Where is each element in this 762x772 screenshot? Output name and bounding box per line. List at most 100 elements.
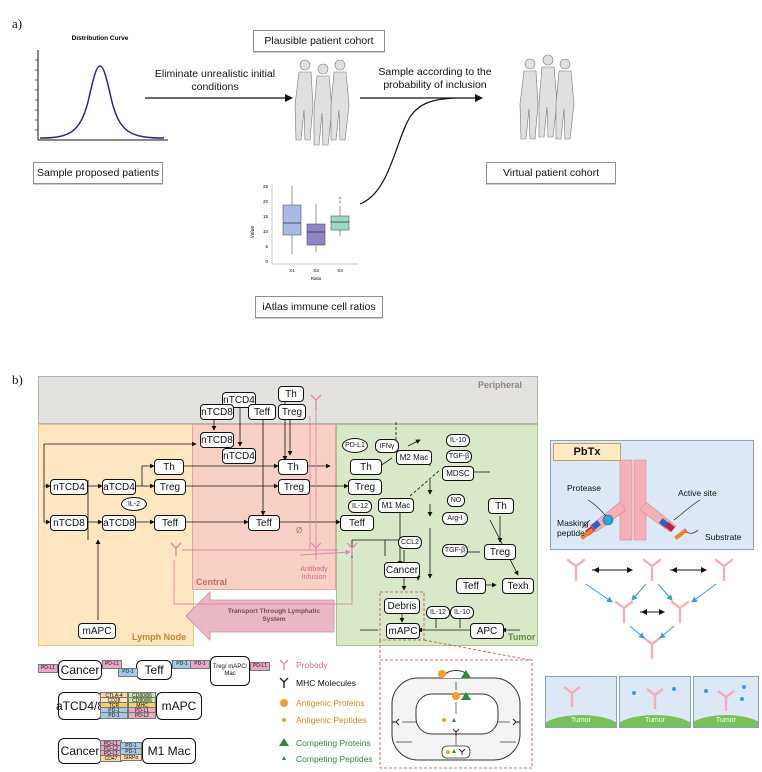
row3-cancer: Cancer — [58, 738, 102, 764]
node-texh: Texh — [502, 578, 534, 594]
node-th-top: Th — [278, 386, 304, 402]
antibody-infusion-label: Antibody Infusion — [300, 566, 328, 581]
tag: PD-L2 — [128, 712, 156, 719]
tag: PD-L1 — [38, 664, 58, 673]
boxplot-xlabel: Ratio — [311, 276, 322, 281]
xtick: X1 — [289, 268, 295, 273]
arrow2 — [360, 94, 483, 205]
node-treg-central: Treg — [278, 479, 310, 495]
row2-mapc: mAPC — [156, 692, 202, 720]
boxplot-ylabel: Value — [250, 226, 256, 239]
pbtx-antibody-diagram — [580, 459, 701, 541]
legend-probody: Probody — [296, 660, 328, 670]
legend-antigenic-peptides: Antigenic Peptides — [296, 715, 367, 725]
arrow2-text: Sample according to the probability of i… — [378, 66, 492, 91]
legend-competing-peptides: Competing Peptides — [296, 754, 373, 764]
tag: PD-1 — [118, 668, 138, 677]
node-ccl2: CCL2 — [398, 536, 422, 549]
panel-b-label: b) — [12, 372, 23, 387]
pbtx-substrate: Substrate — [705, 532, 742, 542]
ytick: 20 — [263, 199, 269, 204]
patient-cohort-icon — [294, 59, 350, 146]
sample-proposed-box: Sample proposed patients — [33, 162, 163, 184]
virtual-cohort-box: Virtual patient cohort — [486, 162, 616, 184]
xtick: X2 — [313, 268, 319, 273]
legend-mhc: MHC Molecules — [296, 678, 356, 688]
node-treg-tumor: Treg — [348, 479, 382, 495]
competing-protein-icon — [279, 738, 289, 746]
node-th-ln: Th — [154, 459, 184, 475]
node-teff-central: Teff — [248, 515, 280, 531]
xtick: X3 — [337, 268, 343, 273]
node-il10-b: IL-10 — [450, 606, 474, 619]
node-il2: IL-2 — [121, 497, 147, 511]
node-il10-a: IL-10 — [446, 434, 470, 447]
row3-m1mac: M1 Mac — [142, 738, 196, 764]
pbtx-title: PbTx — [553, 443, 621, 461]
tag: PD-1 — [172, 660, 192, 669]
empty-set: Ø — [296, 526, 303, 535]
box-x1 — [282, 204, 302, 236]
tumor-tile-2: Tumor — [619, 676, 691, 728]
tumor-label-3: Tumor — [716, 717, 736, 724]
distribution-title: Distribution Curve — [72, 35, 129, 42]
node-ntcd4-mid: nTCD4 — [222, 448, 256, 464]
node-teff-top: Teff — [248, 404, 276, 420]
node-tgfb-b: TGF-β — [442, 544, 468, 557]
legend-competing-proteins: Competing Proteins — [296, 738, 371, 748]
box-x3 — [330, 215, 350, 231]
node-ifng: IFNγ — [375, 439, 399, 453]
node-teff-tumor: Teff — [340, 515, 374, 531]
row2-atcd: aTCD4/8 — [56, 692, 104, 720]
tag: SIRPα — [120, 754, 142, 761]
legend-antigenic-proteins: Antigenic Proteins — [296, 698, 365, 708]
node-ntcd4-ln: nTCD4 — [50, 479, 88, 495]
row1-teff: Teff — [136, 660, 172, 680]
iatlas-boxplot: Value 25 20 15 10 5 0 X1 X2 X3 Ratio — [250, 184, 358, 281]
tag: PD-1 — [190, 660, 210, 669]
ytick: 25 — [263, 184, 269, 189]
lymph-node-label: Lymph Node — [132, 632, 187, 642]
probody-icon — [279, 659, 289, 670]
tumor-label-2: Tumor — [645, 717, 665, 724]
tag: CD47 — [100, 755, 122, 762]
tumor-tile-1: Tumor — [545, 676, 617, 728]
tumor-label-1: Tumor — [571, 717, 591, 724]
node-th-tumor: Th — [350, 459, 382, 475]
tag: PD-1 — [100, 712, 128, 719]
central-label: Central — [196, 577, 228, 587]
node-cancer: Cancer — [384, 562, 420, 578]
central-region — [192, 424, 336, 590]
antigen-presentation-inset — [391, 670, 521, 761]
ytick: 0 — [265, 259, 268, 264]
node-treg-tumor2: Treg — [484, 544, 516, 560]
node-mapc-tumor: mAPC — [386, 623, 420, 639]
node-atcd4-ln: aTCD4 — [102, 479, 136, 495]
tag: PD-L1 — [250, 662, 270, 671]
ytick: 10 — [263, 229, 269, 234]
probody-icons — [170, 394, 358, 556]
node-atcd8-ln: aTCD8 — [102, 515, 136, 531]
ytick: 5 — [265, 244, 268, 249]
row1-cancer: Cancer — [58, 660, 102, 680]
node-ntcd8-ln: nTCD8 — [50, 515, 88, 531]
iatlas-box: iAtlas immune cell ratios — [255, 296, 383, 318]
node-debris: Debris — [384, 598, 420, 614]
antigenic-peptide-icon — [282, 718, 286, 722]
distribution-curve-chart: Distribution Curve — [35, 35, 168, 141]
plausible-box: Plausible patient cohort — [253, 30, 385, 52]
node-mapc-ln: mAPC — [78, 623, 116, 639]
node-tgfb-a: TGF-β — [446, 450, 472, 463]
pbtx-state-network — [566, 558, 734, 660]
node-ntcd8-top: nTCD8 — [200, 404, 234, 420]
box-x2 — [306, 223, 326, 246]
row1-third: Treg/ mAPC/ Mac — [210, 656, 250, 686]
node-th-central: Th — [278, 459, 308, 475]
tumor-tile-3: Tumor — [693, 676, 759, 728]
mhc-icon — [279, 677, 289, 688]
node-treg-top: Treg — [278, 404, 306, 420]
node-no: NO — [447, 494, 465, 507]
node-m1mac: M1 Mac — [378, 498, 414, 513]
node-apc: APC — [470, 623, 504, 639]
node-pdl1: PD-L1 — [342, 438, 368, 453]
